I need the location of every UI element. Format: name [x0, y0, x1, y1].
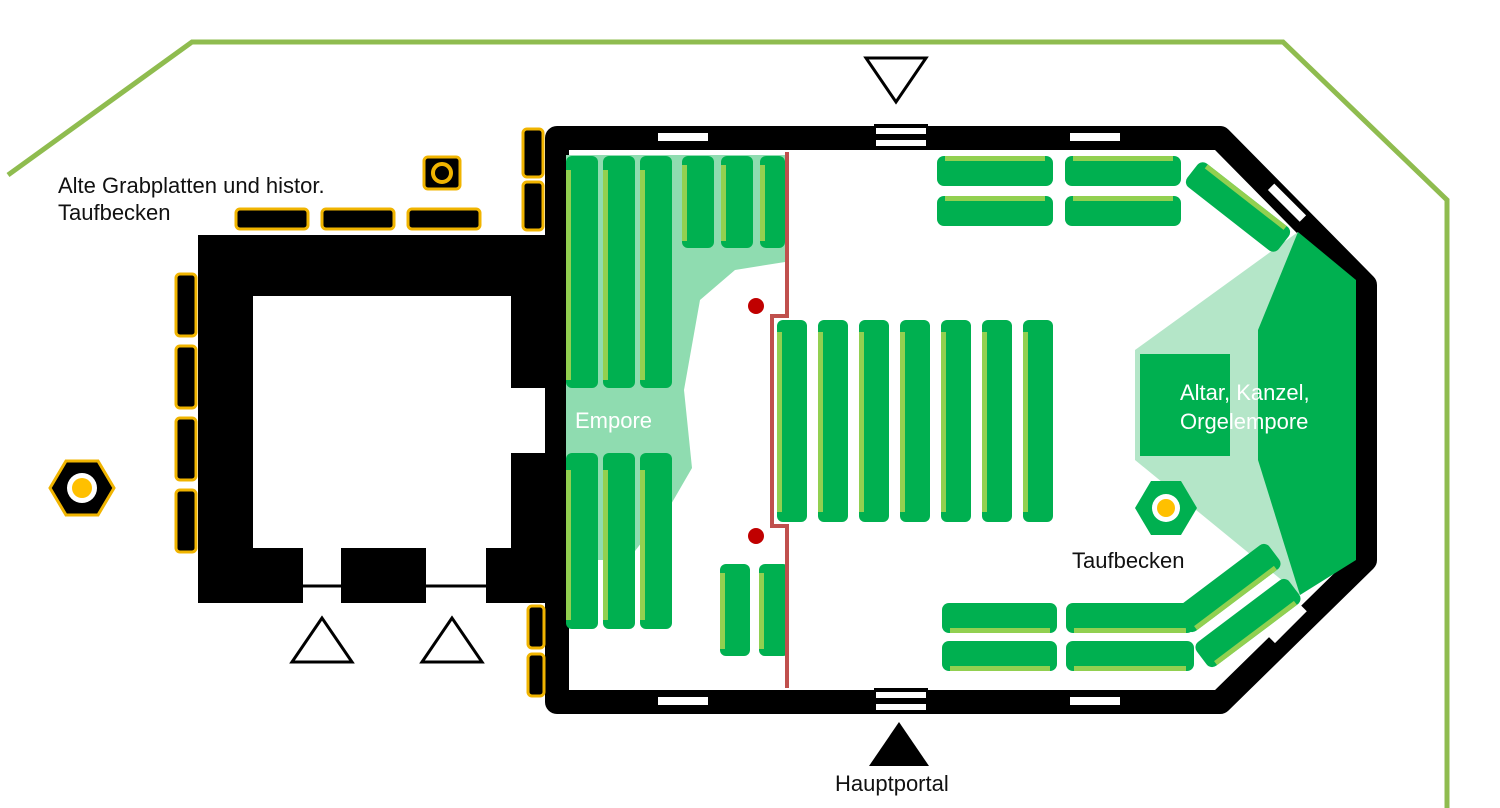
heritage-ring-icon: [422, 155, 462, 191]
pews: [566, 156, 1301, 671]
font-hexagon-icon: [48, 459, 116, 517]
grave-slabs-label-line1: Alte Grabplatten und histor.: [58, 173, 325, 198]
choir-screen: [770, 152, 789, 688]
main-portal-triangle-icon: [869, 722, 929, 766]
doors: [874, 124, 928, 714]
chancel-platform: [1258, 232, 1356, 595]
altar-label-line2: Orgelempore: [1180, 409, 1309, 434]
font-hexagon-icon: [1135, 481, 1197, 535]
tower: [198, 235, 571, 608]
altar-block: [1140, 354, 1230, 456]
triangle-up-entrance-icon: [289, 615, 355, 664]
grave-slabs-label-line2: Taufbecken: [58, 200, 171, 225]
font-label: Taufbecken: [1072, 548, 1185, 573]
heritage-items: [174, 127, 546, 698]
main-portal-label: Hauptportal: [835, 771, 949, 796]
triangle-up-entrance-icon: [419, 615, 485, 664]
red-markers: [748, 298, 764, 544]
property-boundary: [6, 39, 1450, 808]
windows: [658, 133, 1307, 705]
altar-label-line1: Altar, Kanzel,: [1180, 380, 1310, 405]
triangle-down-entrance-icon: [863, 56, 929, 105]
gallery-label: Empore: [575, 408, 653, 433]
